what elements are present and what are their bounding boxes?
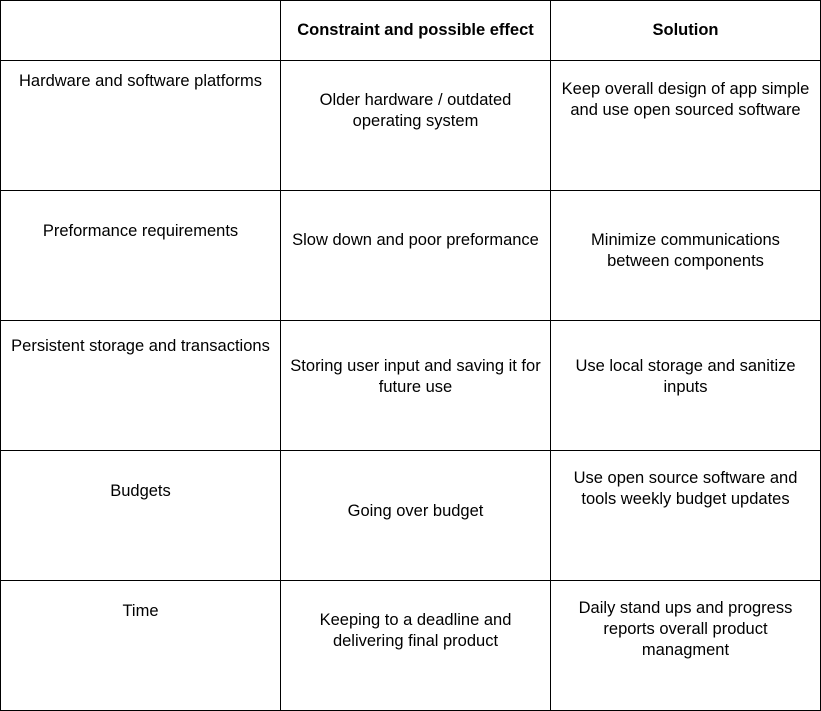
solution-label: Use open source software and tools weekl… xyxy=(573,469,798,508)
category-label: Hardware and software platforms xyxy=(18,72,263,90)
header-cell-solution: Solution xyxy=(550,0,821,61)
solution-cell: Keep overall design of app simple and us… xyxy=(550,60,821,191)
header-solution-label: Solution xyxy=(652,21,719,39)
constraint-cell: Going over budget xyxy=(280,450,551,581)
solution-label: Keep overall design of app simple and us… xyxy=(561,80,810,119)
solution-cell: Use open source software and tools weekl… xyxy=(550,450,821,581)
category-cell: Budgets xyxy=(0,450,281,581)
category-cell: Time xyxy=(0,580,281,711)
solution-cell: Use local storage and sanitize inputs xyxy=(550,320,821,451)
category-label: Preformance requirements xyxy=(42,222,239,240)
constraint-label: Storing user input and saving it for fut… xyxy=(290,357,541,396)
solution-label: Daily stand ups and progress reports ove… xyxy=(578,599,793,659)
category-label: Budgets xyxy=(110,482,171,500)
header-constraint-label: Constraint and possible effect xyxy=(297,21,534,39)
constraint-cell: Storing user input and saving it for fut… xyxy=(280,320,551,451)
solution-label: Minimize communications between componen… xyxy=(591,231,780,270)
solution-label: Use local storage and sanitize inputs xyxy=(575,357,796,396)
constraint-cell: Older hardware / outdated operating syst… xyxy=(280,60,551,191)
constraint-label: Keeping to a deadline and delivering fin… xyxy=(319,611,512,650)
constraint-cell: Keeping to a deadline and delivering fin… xyxy=(280,580,551,711)
constraint-label: Older hardware / outdated operating syst… xyxy=(319,91,512,130)
header-cell-empty xyxy=(0,0,281,61)
solution-cell: Minimize communications between componen… xyxy=(550,190,821,321)
category-label: Persistent storage and transactions xyxy=(11,337,270,355)
constraint-cell: Slow down and poor preformance xyxy=(280,190,551,321)
constraint-label: Slow down and poor preformance xyxy=(292,231,539,249)
category-cell: Persistent storage and transactions xyxy=(0,320,281,451)
header-cell-constraint: Constraint and possible effect xyxy=(280,0,551,61)
category-label: Time xyxy=(122,602,159,620)
category-cell: Preformance requirements xyxy=(0,190,281,321)
solution-cell: Daily stand ups and progress reports ove… xyxy=(550,580,821,711)
category-cell: Hardware and software platforms xyxy=(0,60,281,191)
constraint-label: Going over budget xyxy=(347,502,484,520)
